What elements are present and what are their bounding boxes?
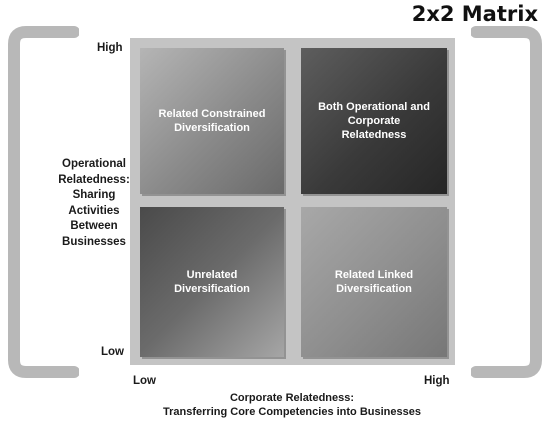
quadrant-label-line: Corporate Relatedness <box>341 115 407 141</box>
quadrant-label-line: Diversification <box>174 283 250 295</box>
quadrant-label-line: Related Linked <box>334 269 414 281</box>
x-axis-low-label: Low <box>133 375 156 387</box>
x-axis-title: Corporate Relatedness: Transferring Core… <box>132 391 452 419</box>
quadrant-label-line: Diversification <box>336 283 412 295</box>
y-axis-high-label: High <box>97 42 123 54</box>
y-axis-title-line: Relatedness: <box>58 173 130 186</box>
right-bracket <box>471 26 542 378</box>
quadrant-related-linked: Related Linked Diversification <box>301 207 447 357</box>
y-axis-title-line: Between <box>70 220 118 232</box>
y-axis-low-label: Low <box>101 346 124 358</box>
quadrant-unrelated: Unrelated Diversification <box>140 207 284 357</box>
x-axis-title-line1: Corporate Relatedness: <box>229 392 355 404</box>
quadrant-label-line: Related Constrained <box>158 108 266 120</box>
quadrant-related-constrained: Related Constrained Diversification <box>140 48 284 194</box>
left-bracket <box>8 26 79 378</box>
quadrant-label-line: Unrelated <box>186 269 238 281</box>
x-axis-title-line2: Transferring Core Competencies into Busi… <box>163 406 421 418</box>
y-axis-title-line: Activities <box>68 204 120 217</box>
y-axis-title: Operational Relatedness: Sharing Activit… <box>40 157 148 250</box>
y-axis-title-line: Businesses <box>62 235 126 248</box>
x-axis-high-label: High <box>424 375 450 387</box>
y-axis-title-line: Operational <box>62 158 126 170</box>
y-axis-title-line: Sharing <box>72 189 116 201</box>
page-title: 2x2 Matrix <box>411 2 538 26</box>
quadrant-both-relatedness: Both Operational and Corporate Relatedne… <box>301 48 447 194</box>
quadrant-label-line: Both Operational and <box>318 101 430 113</box>
quadrant-label-line: Diversification <box>174 122 250 134</box>
matrix-grid: Related Constrained Diversification Both… <box>130 38 455 365</box>
